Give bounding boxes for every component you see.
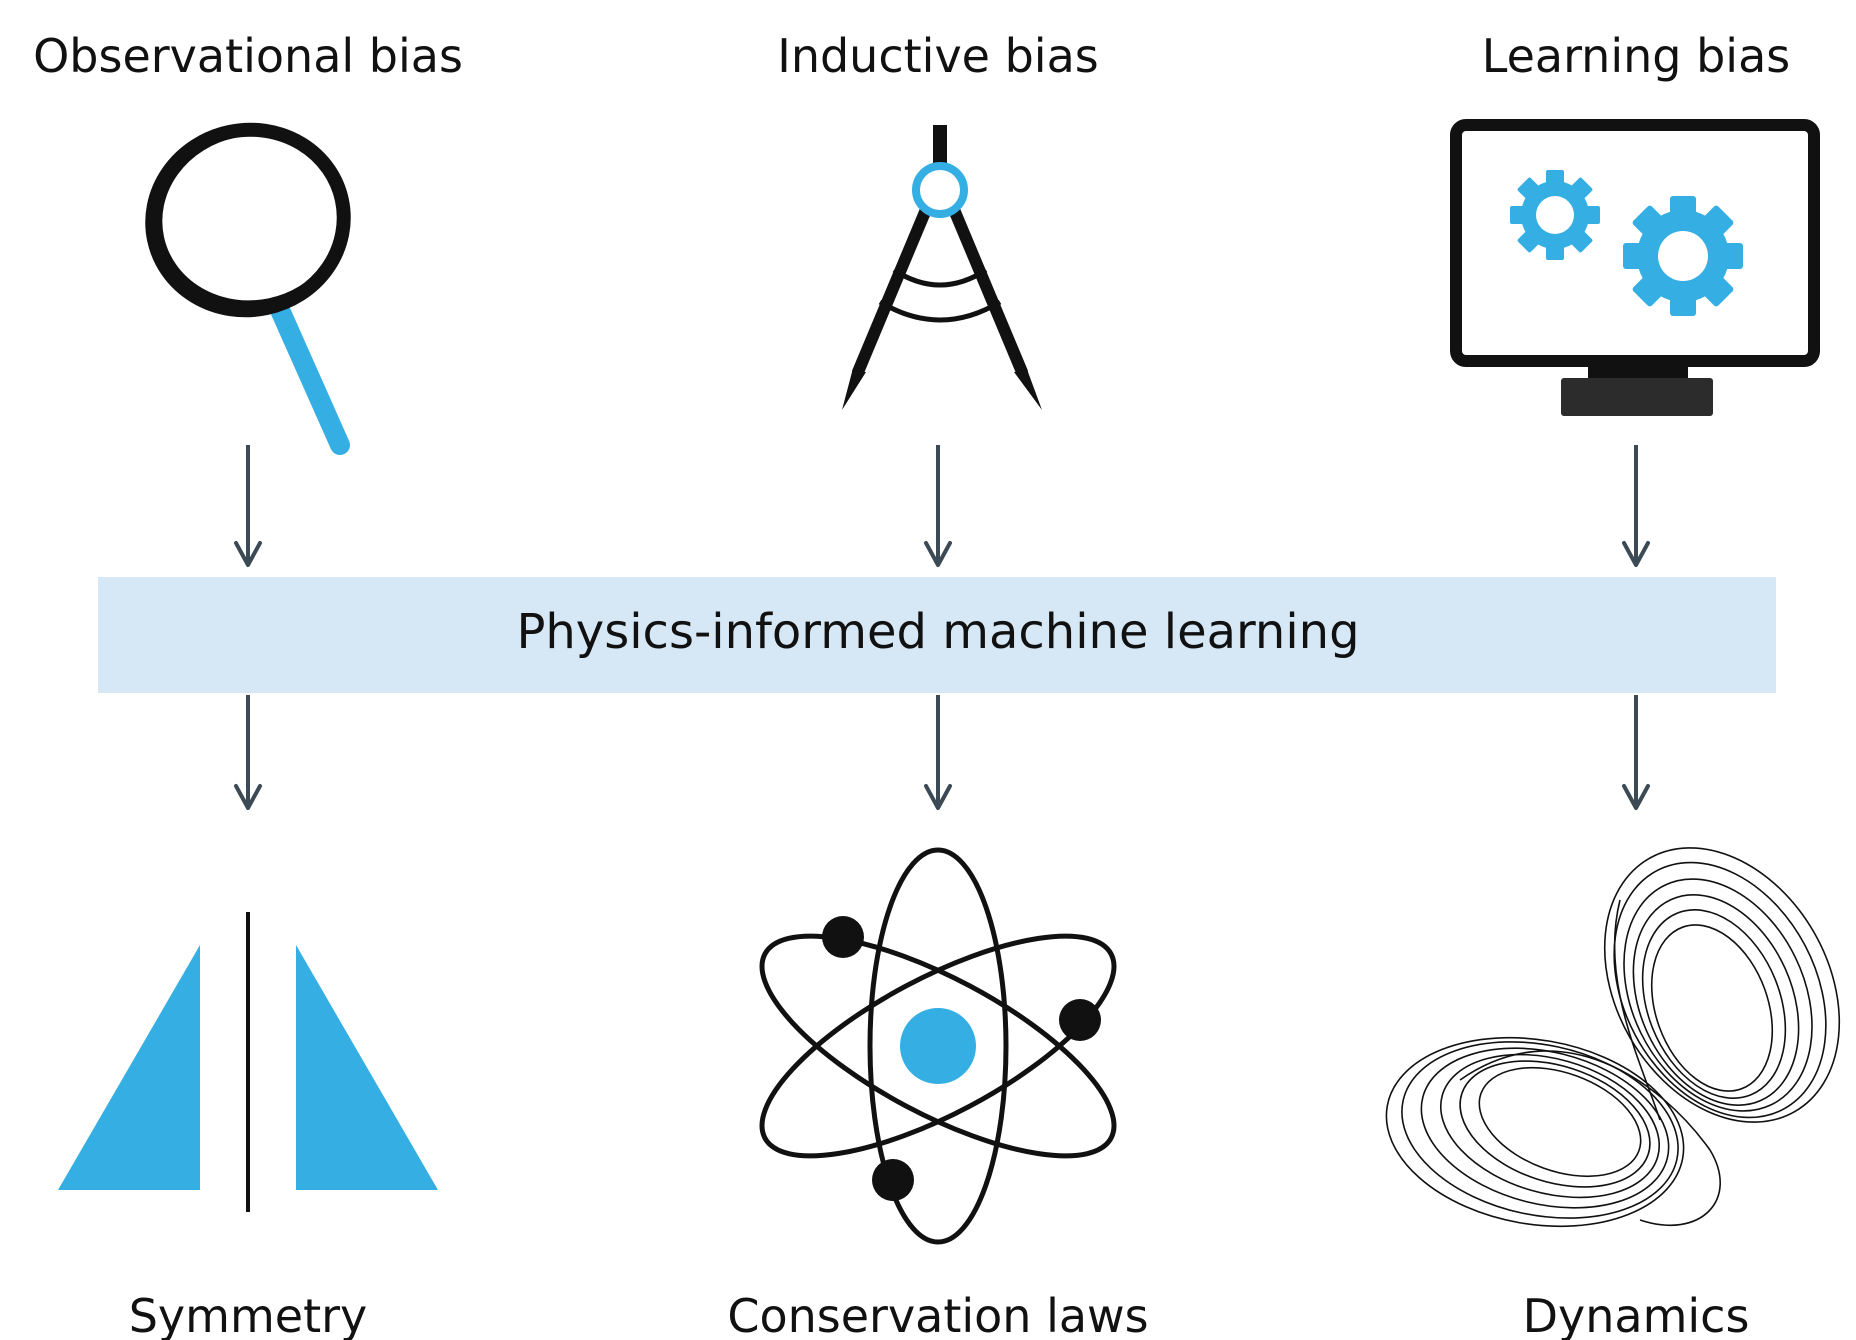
conservation-laws-label: Conservation laws [727,1289,1148,1340]
lorenz-attractor-icon [1385,847,1841,1228]
central-band [98,577,1776,693]
arrow-inductive-to-band [924,445,952,567]
symmetry-label: Symmetry [129,1289,368,1340]
arrow-band-to-dynamics [1622,695,1650,810]
drafting-compass-icon [842,125,1042,410]
dynamics-label: Dynamics [1523,1289,1750,1340]
observational-bias-label: Observational bias [33,29,463,83]
central-band-label: Physics-informed machine learning [516,604,1359,660]
learning-bias-label: Learning bias [1482,29,1790,83]
monitor-gears-icon [1450,119,1820,416]
arrow-band-to-symmetry [234,695,262,810]
magnifying-glass-icon [145,122,351,455]
mirrored-triangles-icon [58,912,438,1212]
inductive-bias-label: Inductive bias [777,29,1098,83]
arrow-learning-to-band [1622,445,1650,567]
arrow-band-to-conservation [924,695,952,810]
atom-icon [759,847,1117,1245]
arrow-observational-to-band [234,445,262,567]
